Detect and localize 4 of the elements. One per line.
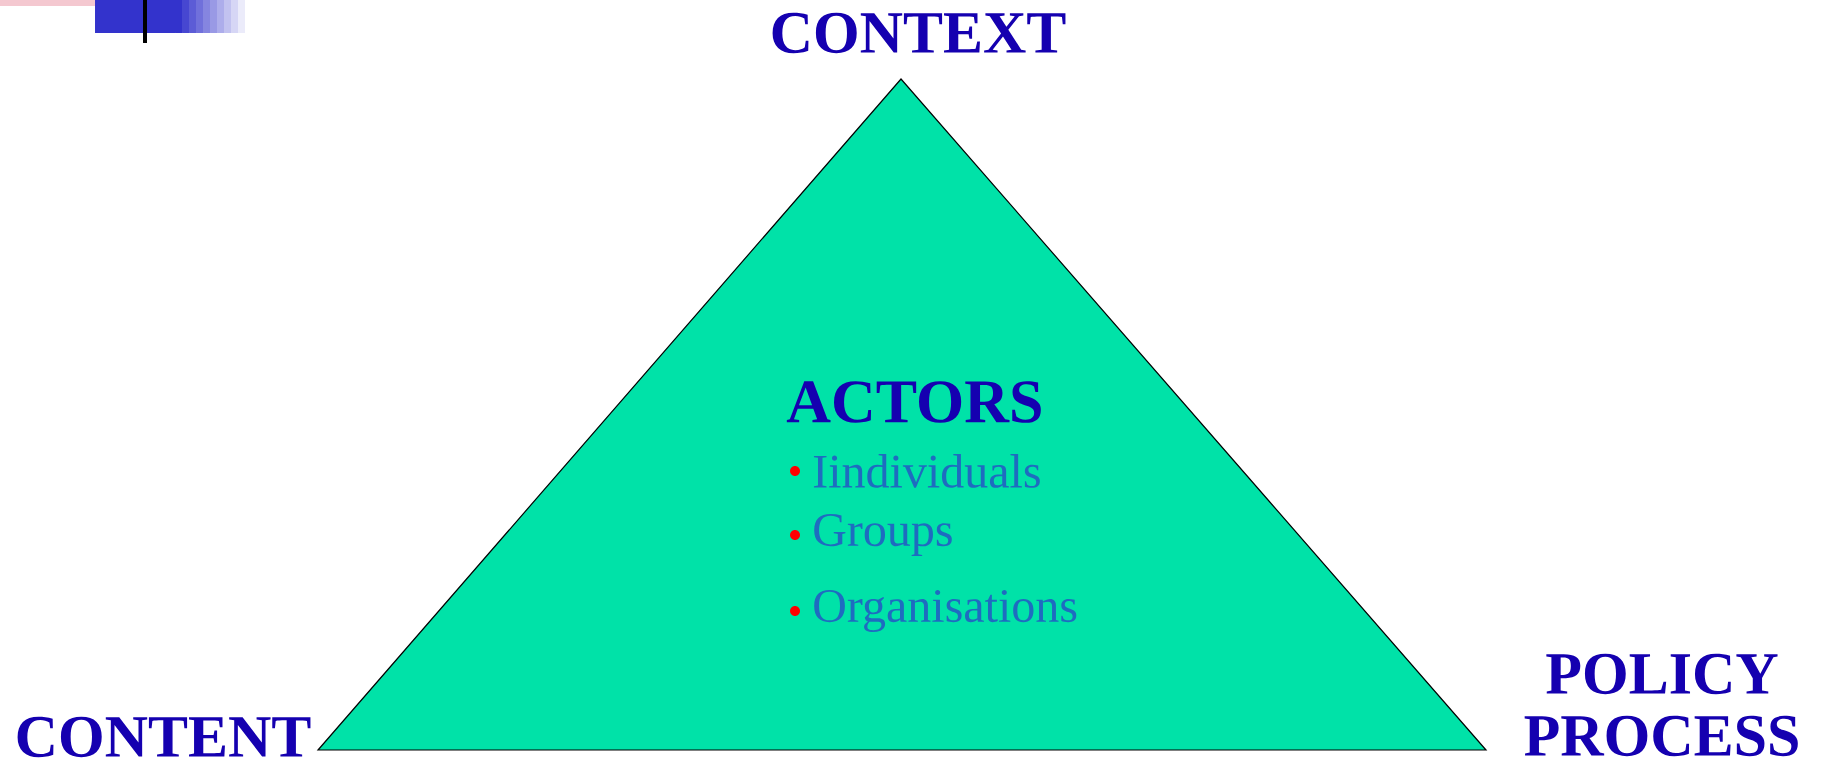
bullet-item: Iindividuals	[790, 454, 1040, 488]
bullet-item: Groups	[790, 514, 952, 556]
heading: ACTORS	[786, 381, 1041, 423]
bullet-item: Organisations	[790, 589, 1077, 633]
